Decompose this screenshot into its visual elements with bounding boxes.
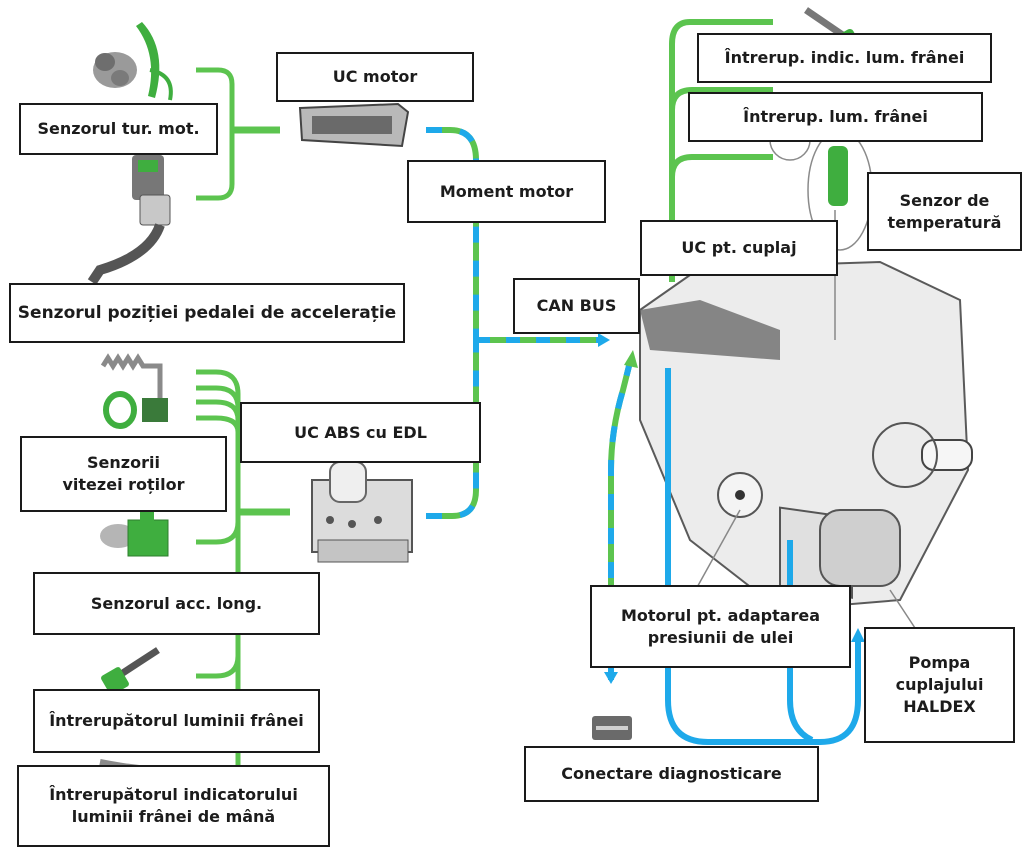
label-wheel-speed-sensors: Senzorii vitezei roților [20, 436, 227, 512]
label-diagnostic-connector: Conectare diagnosticare [524, 746, 819, 802]
label-temperature-sensor: Senzor de temperatură [867, 172, 1022, 251]
label-handbrake-indicator-switch: Întrerupătorul indicatorului luminii frâ… [17, 765, 330, 847]
label-brake-light-switch-short: Întrerup. lum. frânei [688, 92, 983, 142]
label-longitudinal-acc-sensor: Senzorul acc. long. [33, 572, 320, 635]
chassis-signal-bus [196, 369, 290, 765]
label-haldex-pump: Pompa cuplajului HALDEX [864, 627, 1015, 743]
coupling-sensor-bus [669, 19, 773, 282]
diagnostic-connector-illustration [592, 716, 632, 740]
diagnostic-line [604, 350, 638, 684]
label-engine-ecu: UC motor [276, 52, 474, 102]
wheel-speed-sensor-illustration [100, 353, 168, 429]
label-accelerator-pedal-sensor: Senzorul poziției pedalei de accelerație [9, 283, 405, 343]
can-bus-line-engine [426, 127, 479, 340]
can-bus-line-abs [426, 340, 479, 519]
can-bus-main-line [476, 333, 610, 347]
label-engine-speed-sensor: Senzorul tur. mot. [19, 103, 218, 155]
engine-sensor-signal-lines [196, 67, 280, 201]
accelerator-pedal-illustration [87, 155, 171, 285]
longitudinal-acc-sensor-illustration [100, 510, 169, 557]
engine-ecu-illustration [298, 102, 410, 148]
coupling-control-lines [665, 368, 865, 745]
brake-light-switch-illustration [101, 647, 160, 695]
label-oil-pressure-motor: Motorul pt. adaptarea presiunii de ulei [590, 585, 851, 668]
haldex-coupling-illustration [639, 7, 973, 629]
label-coupling-ecu: UC pt. cuplaj [640, 220, 838, 276]
label-engine-torque: Moment motor [407, 160, 606, 223]
engine-speed-sensor-illustration [93, 22, 173, 101]
label-can-bus: CAN BUS [513, 278, 640, 334]
label-brake-light-switch: Întrerupătorul luminii frânei [33, 689, 320, 753]
label-handbrake-light-switch-short: Întrerup. indic. lum. frânei [697, 33, 992, 83]
label-abs-ecu: UC ABS cu EDL [240, 402, 481, 463]
abs-unit-illustration [311, 461, 413, 563]
